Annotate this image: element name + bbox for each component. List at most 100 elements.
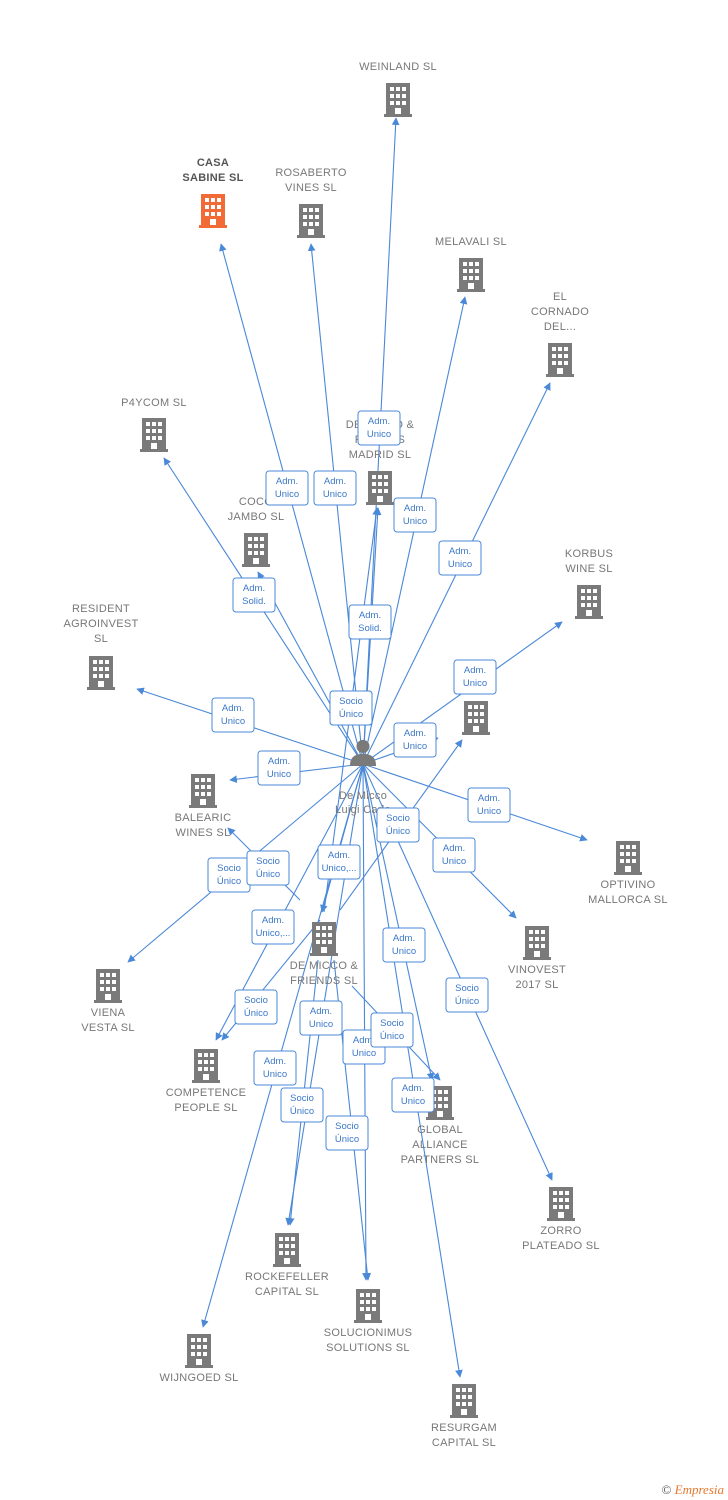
company-name-line: KORBUS [565, 548, 613, 560]
edge-label-melavali[interactable]: Adm.Unico [393, 497, 437, 533]
edge-label-text: Adm. [328, 850, 350, 861]
edge-label-text: Adm. [243, 583, 265, 594]
building-icon [614, 841, 642, 875]
company-name-line: ZORRO [540, 1225, 581, 1237]
edge-label-text: Adm. [402, 1083, 424, 1094]
edge-label-text: Único [455, 996, 479, 1007]
company-name-line: VIENA [91, 1007, 126, 1019]
edge-label-de-micco-friends[interactable]: Adm.Unico,... [317, 844, 361, 880]
edge-label-text: Adm. [222, 703, 244, 714]
edge-label-rockefeller[interactable]: Adm.Unico [299, 1000, 343, 1036]
edge-label-text: Socio [335, 1121, 359, 1132]
company-node-melavali[interactable]: MELAVALI SL [435, 236, 507, 292]
person-name-line: De Micco [339, 790, 387, 802]
company-node-resident-agroinvest[interactable]: RESIDENT AGROINVEST SL [63, 603, 138, 690]
edge-label-text: Socio [455, 983, 479, 994]
edge-label-text: Unico [392, 946, 416, 957]
building-icon [523, 926, 551, 960]
edge-label-vinovest[interactable]: Adm.Unico [432, 837, 476, 873]
company-name-line: VESTA SL [81, 1022, 135, 1034]
edge-label-text: Unico [463, 678, 487, 689]
company-name-line: PEOPLE SL [174, 1102, 237, 1114]
company-name-line: DEL... [544, 321, 576, 333]
company-node-p4ycom[interactable]: P4YCOM SL [121, 397, 187, 452]
edge-label-balearic-wines[interactable]: Adm.Unico [257, 750, 301, 786]
edge-label-p4ycom[interactable]: Adm.Solid. [232, 577, 276, 613]
edge-label-text: Socio [256, 856, 280, 867]
building-icon [450, 1384, 478, 1418]
edge-label-resident-agroinvest[interactable]: Adm. Unico [211, 697, 255, 733]
company-name-line: WIJNGOED SL [159, 1372, 238, 1384]
edge-label-competence-people[interactable]: Adm.Unico,... [251, 909, 295, 945]
edge-label-text: Único [256, 869, 280, 880]
edge-label-casa-sabine[interactable]: Adm.Unico [265, 470, 309, 506]
edge-label-text: Unico [352, 1048, 376, 1059]
edge-label-text: Unico,... [256, 928, 291, 939]
edge-label-al-s[interactable]: Adm.Unico [393, 722, 437, 758]
edge-label-text: Socio [290, 1093, 314, 1104]
company-node-el-cornado[interactable]: ELCORNADODEL... [531, 291, 589, 377]
edge-label-korbus-wine[interactable]: Adm.Unico [453, 659, 497, 695]
company-node-de-micco-friends[interactable]: DE MICCO &FRIENDS SL [290, 922, 359, 987]
edge-label-text: Unico [263, 1069, 287, 1080]
edge-label-text: Unico [221, 716, 245, 727]
company-node-weinland[interactable]: WEINLAND SL [359, 61, 437, 117]
edge-rockefeller [285, 763, 364, 1226]
edge-label-text: Unico [442, 856, 466, 867]
edge-label-text: Único [217, 876, 241, 887]
edge-label-text: Adm. [478, 793, 500, 804]
edge-label-de-micco-madrid[interactable]: Adm.Solid. [348, 604, 392, 640]
edge-label-text: Adm. [324, 476, 346, 487]
company-name-line: VINES SL [285, 182, 337, 194]
company-name-line: WEINLAND SL [359, 61, 437, 73]
edge-label-optivino[interactable]: Adm.Unico [467, 787, 511, 823]
edge-label-text: Único [339, 709, 363, 720]
edge-label-text: Unico [403, 516, 427, 527]
building-icon [575, 585, 603, 619]
company-node-wijngoed[interactable]: WIJNGOED SL [159, 1334, 238, 1384]
edge-label-text: Único [290, 1106, 314, 1117]
edge-label-global-alliance[interactable]: Adm.Unico [382, 927, 426, 963]
edge-resurgam [362, 763, 463, 1378]
building-icon [366, 471, 394, 505]
edge-label-text: Adm. [449, 546, 471, 557]
edge-label-el-cornado[interactable]: Adm.Unico [438, 540, 482, 576]
edge-label-text: Socio [244, 995, 268, 1006]
edge-solucionimus [362, 763, 370, 1281]
company-name-line: P4YCOM SL [121, 397, 187, 409]
edge-label-resurgam[interactable]: Adm.Unico [391, 1077, 435, 1113]
edge-label-wijngoed[interactable]: Adm.Unico [253, 1050, 297, 1086]
company-name-line: AGROINVEST [63, 618, 138, 630]
company-name-line: SL [94, 633, 108, 645]
footer-brand: © Empresia [662, 1482, 725, 1498]
edge-label-weinland[interactable]: Adm.Unico [357, 410, 401, 446]
company-name-line: RESIDENT [72, 603, 130, 615]
edge-label-text: Unico [275, 489, 299, 500]
company-node-viena-vesta[interactable]: VIENA VESTA SL [81, 969, 135, 1034]
edge-label-rosaberto[interactable]: Adm.Unico [313, 470, 357, 506]
building-icon [297, 204, 325, 238]
